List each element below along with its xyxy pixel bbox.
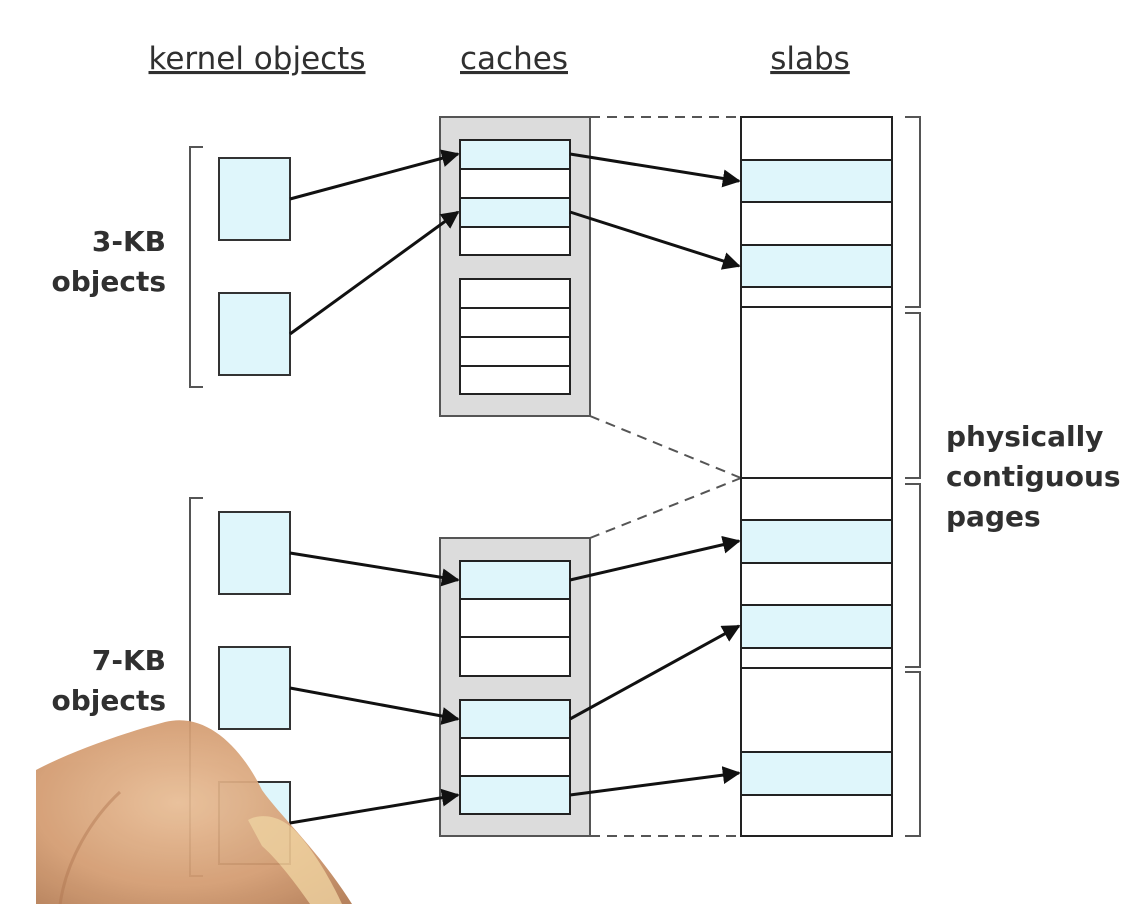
cache-7kb-slot [459, 699, 571, 739]
arrow-object-to-cache [289, 210, 460, 336]
arrow-object-to-cache [289, 149, 460, 201]
arrow-object-to-cache [289, 686, 460, 725]
group-3kb-label-line2: objects [51, 265, 166, 298]
cache-7kb-slot [459, 737, 571, 777]
slab-cell [740, 116, 893, 161]
cache-3kb-slot [459, 307, 571, 338]
cache-3kb-slab-b [459, 278, 571, 395]
cache-7kb-slab-a [459, 560, 571, 677]
cache-3kb-slot [459, 168, 571, 199]
slab-cell [740, 647, 893, 669]
kernel-object-3kb-1 [218, 157, 291, 241]
kernel-object-7kb-2 [218, 646, 291, 730]
slab-cell [740, 751, 893, 796]
slab-cell [740, 201, 893, 246]
cache-3kb-slot [459, 278, 571, 309]
slab-pages-7kb-a [740, 477, 893, 669]
slab-cell [740, 604, 893, 649]
cache-3kb-slot [459, 139, 571, 170]
cache-3kb-slab-a [459, 139, 571, 256]
slab-cell [740, 477, 893, 521]
cache-3kb-bottom-dashed-line [589, 415, 742, 479]
header-slabs: slabs [770, 41, 850, 77]
cache-3kb-slot [459, 336, 571, 367]
cache-7kb-slot [459, 636, 571, 677]
arrow-cache-to-slab [569, 152, 741, 188]
arrow-cache-to-slab [569, 210, 741, 270]
pages-bracket-2 [905, 312, 921, 479]
header-kernel-objects: kernel objects [149, 41, 366, 77]
group-3kb-label-line1: 3-KB [92, 225, 166, 258]
kernel-object-7kb-1 [218, 511, 291, 595]
cache-7kb-slot [459, 598, 571, 638]
slab-pages-3kb [740, 116, 893, 308]
group-7kb-label-line2: objects [51, 684, 166, 717]
group-3kb-bracket [189, 146, 203, 388]
kernel-object-3kb-2 [218, 292, 291, 376]
arrow-cache-to-slab [569, 535, 741, 582]
slab-cell [740, 562, 893, 606]
pages-bracket-1 [905, 116, 921, 308]
slab-pages-7kb-b [740, 667, 893, 837]
cache-7kb-slab-b [459, 699, 571, 815]
arrow-cache-to-slab [569, 766, 741, 797]
pages-bracket-3 [905, 483, 921, 668]
cache-3kb-slot [459, 197, 571, 228]
slab-cell [740, 519, 893, 564]
group-7kb-label-line1: 7-KB [92, 644, 166, 677]
arrow-cache-to-slab [569, 624, 741, 721]
pages-label-line1: physically [946, 420, 1103, 453]
slab-cell [740, 286, 893, 308]
presenter-hand-overlay [36, 720, 352, 904]
cache-3kb-slot [459, 365, 571, 395]
slab-cell [740, 244, 893, 288]
cache-7kb-top-dashed-line [589, 477, 742, 539]
cache-7kb-slot [459, 775, 571, 815]
pages-label-line2: contiguous [946, 460, 1121, 493]
pages-label-line3: pages [946, 500, 1041, 533]
cache-3kb-slot [459, 226, 571, 256]
pages-bracket-4 [905, 671, 921, 837]
slab-page-empty [740, 306, 893, 479]
header-caches: caches [460, 41, 568, 77]
slab-cell [740, 159, 893, 203]
arrow-object-to-cache [289, 788, 460, 825]
cache-7kb-slot [459, 560, 571, 600]
slab-cell [740, 667, 893, 753]
slab-cell [740, 794, 893, 837]
arrow-object-to-cache [289, 551, 460, 587]
